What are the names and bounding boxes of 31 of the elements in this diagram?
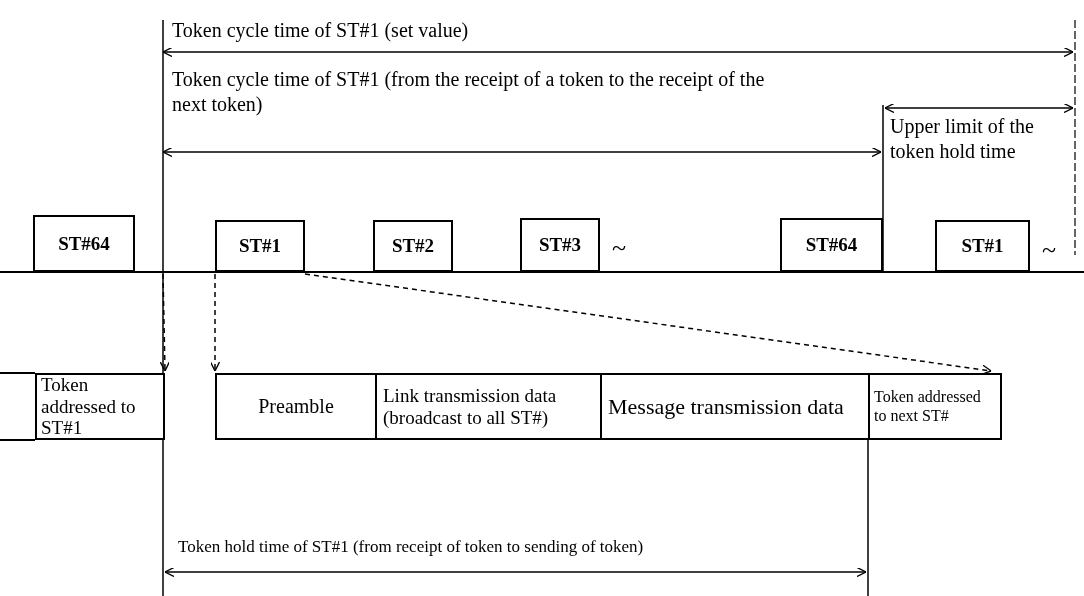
- wave-mark: ~: [612, 232, 627, 264]
- frame-field-box: [868, 373, 1002, 440]
- frame-field-box: [215, 373, 377, 440]
- frame-label: Token addressed to next ST#: [874, 388, 982, 425]
- frame-label: Message transmission data: [608, 393, 844, 420]
- dimension-label: Upper limit of the token hold time: [890, 114, 1035, 164]
- frame-field-box: [35, 373, 165, 440]
- frame-label: ST#1: [238, 235, 282, 257]
- frame-field-box: [375, 373, 602, 440]
- station-frame-box: [780, 218, 883, 272]
- station-frame-box: [33, 215, 135, 272]
- dimension-label: Token cycle time of ST#1 (set value): [172, 18, 469, 43]
- dimension-label: Token cycle time of ST#1 (from the receipt of a token to the receipt of the next token): [172, 67, 766, 117]
- station-frame-box: [215, 220, 305, 272]
- frame-field-box: [600, 373, 870, 440]
- frame-label: ST#64: [805, 234, 858, 256]
- frame-label: ST#3: [538, 234, 582, 256]
- frame-label: ST#1: [961, 235, 1004, 257]
- station-frame-box: [935, 220, 1030, 272]
- station-frame-box: [373, 220, 453, 272]
- arrow: [209, 273, 221, 372]
- frame-label: Link transmission data (broadcast to all ST#): [383, 384, 558, 429]
- frame-label: Preamble: [258, 395, 334, 418]
- arrow: [159, 273, 170, 372]
- frame-label: Token addressed to ST#1: [41, 373, 137, 440]
- arrow: [304, 273, 993, 375]
- frame-label: ST#2: [391, 235, 435, 257]
- dimension-label: Token hold time of ST#1 (from receipt of token to sending of token): [178, 536, 644, 558]
- frame-label: ST#64: [58, 232, 110, 255]
- station-frame-box: [520, 218, 600, 272]
- wave-mark: ~: [1042, 234, 1057, 266]
